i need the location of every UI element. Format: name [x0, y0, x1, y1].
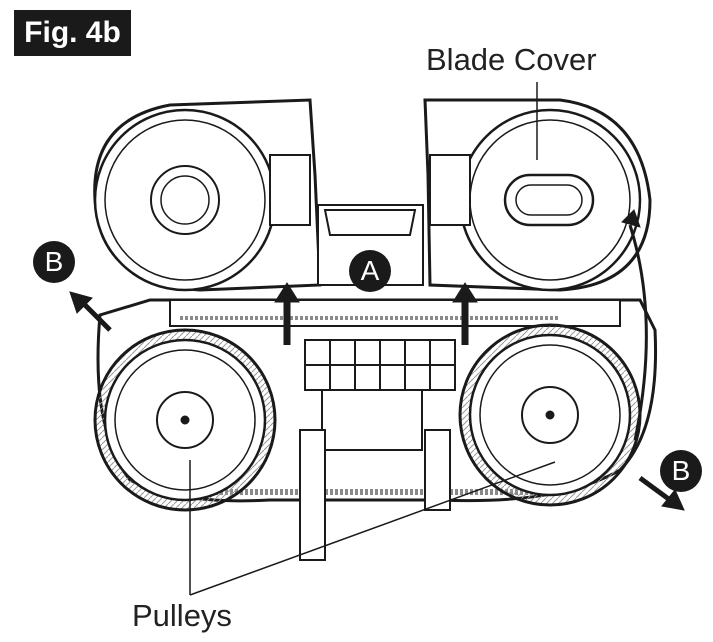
blade-cover-right	[423, 98, 652, 292]
center-frame	[299, 339, 456, 561]
callout-b-left-badge: B	[33, 241, 75, 283]
figure-tag: Fig. 4b	[14, 10, 131, 56]
lift-arrows-a	[274, 282, 478, 345]
leader-lines	[189, 82, 556, 596]
pulley-left	[93, 328, 277, 512]
callout-b-right-badge: B	[660, 450, 702, 492]
callout-a-badge: A	[349, 250, 391, 292]
blade-cover-label: Blade Cover	[426, 42, 597, 77]
blade-cover-left	[93, 98, 322, 292]
pulleys-label: Pulleys	[132, 598, 232, 633]
direction-arrows-b	[69, 209, 685, 511]
pulley-right	[458, 323, 642, 507]
